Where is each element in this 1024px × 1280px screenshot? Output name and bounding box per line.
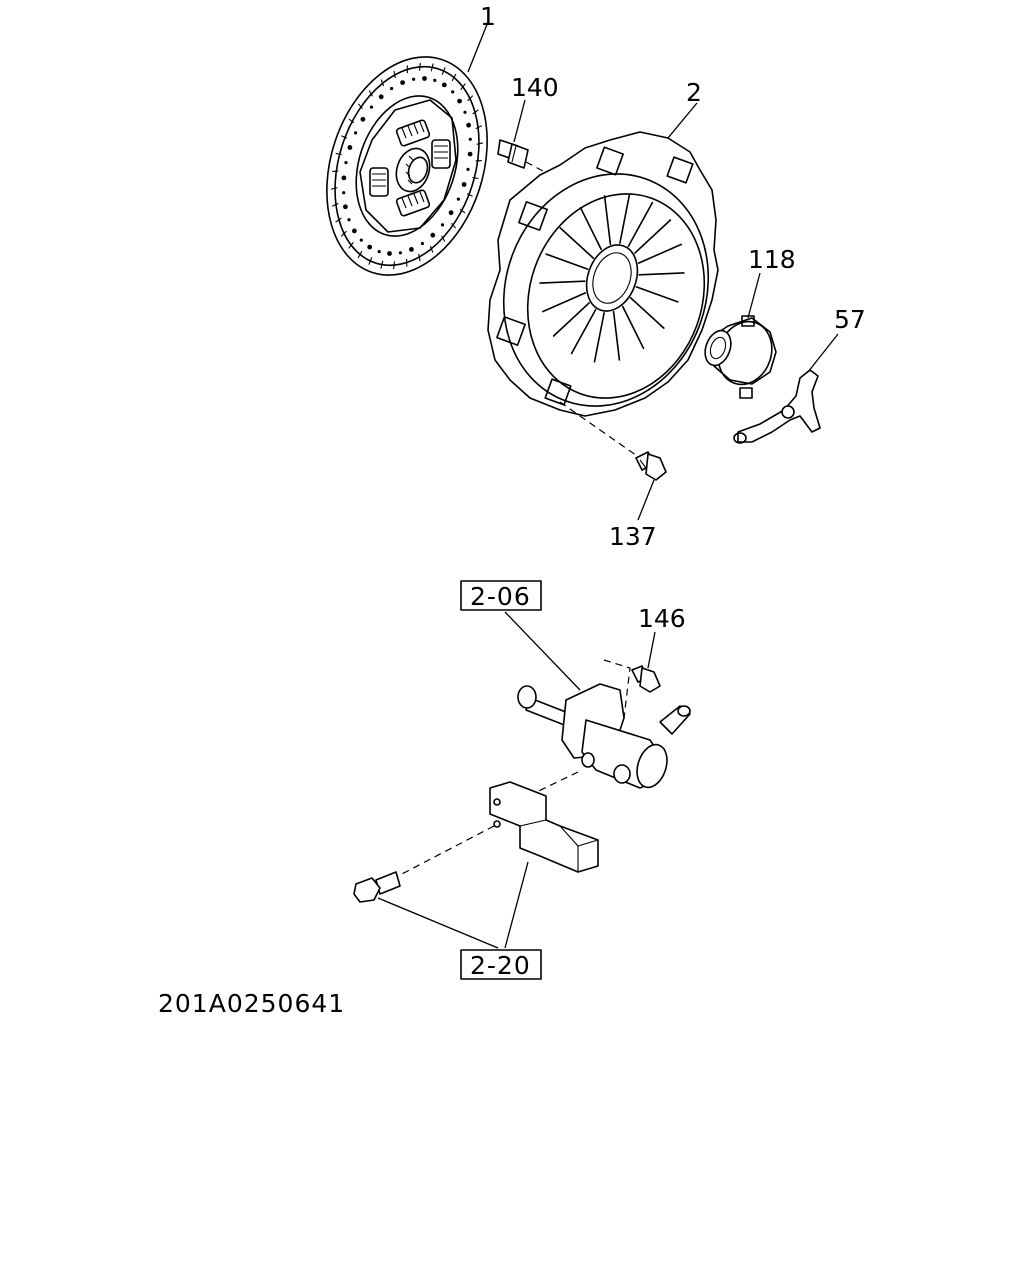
leader-line-2 [667,102,698,139]
leader-line-2-06 [504,611,581,691]
cover-bolt[interactable] [635,451,667,481]
callout-118[interactable]: 118 [748,245,796,274]
assembly-line-137 [559,401,641,459]
callout-2[interactable]: 2 [686,78,702,107]
clutch-disc[interactable] [300,36,514,296]
leader-line-137 [637,479,655,521]
callout-2-20[interactable]: 2-20 [470,951,531,980]
release-fork[interactable] [733,369,821,444]
leader-line-146 [647,631,656,669]
callout-2-06[interactable]: 2-06 [470,582,531,611]
leader-line-118 [747,272,761,319]
damper-springs [369,119,451,217]
assembly-line-bracket-bolt [397,825,495,877]
callout-57[interactable]: 57 [834,305,866,334]
callout-146[interactable]: 146 [638,604,686,633]
leader-line-57 [807,333,839,373]
bracket-bolt[interactable] [353,871,401,903]
leader-line-140 [513,99,526,143]
callout-137[interactable]: 137 [609,522,657,551]
callout-box-2-06 [460,580,542,611]
pressure-plate-cover[interactable] [472,131,741,435]
leader-line-1 [467,21,489,73]
callout-140[interactable]: 140 [511,73,559,102]
leader-line-2-20b [504,861,529,949]
slave-cylinder-bolt[interactable] [631,665,661,693]
assembly-line-146 [603,659,631,719]
slave-cylinder[interactable] [517,683,691,791]
mounting-bracket[interactable] [489,781,599,873]
release-bearing[interactable] [701,314,781,399]
diaphragm-spring [539,193,685,363]
callout-1[interactable]: 1 [480,2,496,31]
leader-line-2-20a [377,897,499,949]
diagram-id: 201A0250641 [158,989,345,1018]
pilot-pin[interactable] [497,139,529,169]
assembly-line-140 [525,161,561,181]
callout-box-2-20 [460,949,542,980]
